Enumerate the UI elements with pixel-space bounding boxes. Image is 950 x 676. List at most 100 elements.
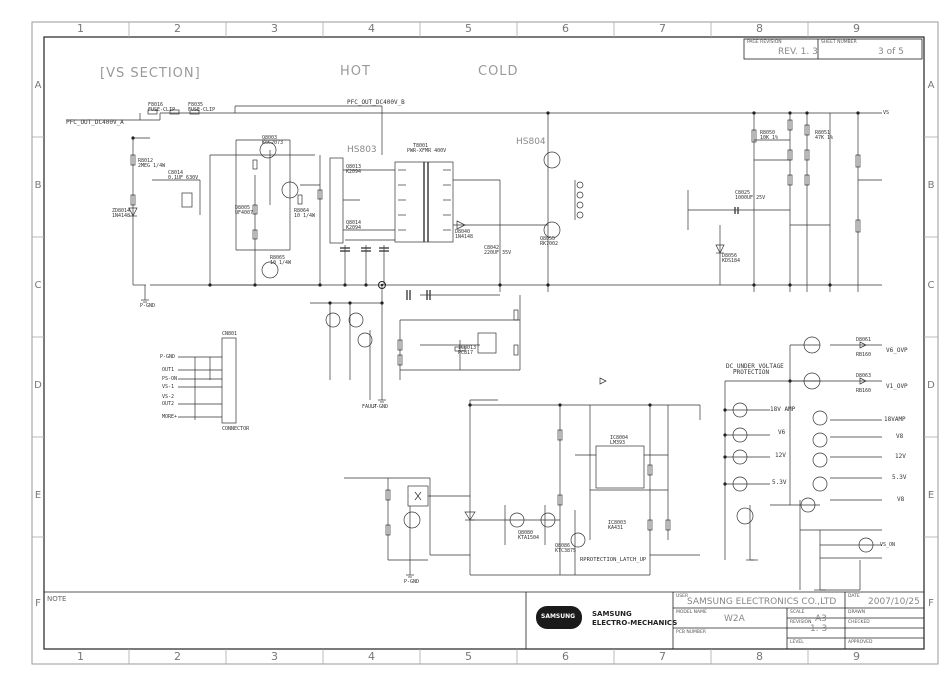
net-v8: V8 [897, 496, 905, 503]
net-18v-amp: 18V AMP [770, 406, 796, 413]
ref-d8063: D8063 [856, 373, 872, 379]
net-pgnd-2: P-GND [373, 404, 389, 410]
page-revision-value: REV. 1. 3 [778, 47, 818, 57]
ref-zd8014: ZD8014 [112, 208, 131, 214]
sheet-number-value: 3 of 5 [878, 47, 904, 57]
val-r8051: 47K 1% [815, 135, 834, 141]
scale-label: SCALE [790, 610, 805, 615]
zone-row-e: E [927, 490, 935, 501]
net-pfc-out-a: PFC_OUT_DC400V_A [66, 119, 124, 126]
company-name-line1: SAMSUNG [592, 610, 632, 618]
vs-section-title: [VS SECTION] [100, 66, 201, 81]
zone-col-1: 1 [77, 650, 84, 663]
val-t8001: PWR-XFMR 400V [407, 148, 447, 154]
ref-ic8013: IC8013 [458, 345, 477, 351]
val-c8042: 220UF 35V [484, 250, 512, 256]
outer-border [31, 21, 939, 665]
net-pfc-out-b: PFC_OUT_DC400V_B [347, 99, 405, 106]
net-protection: PROTECTION [733, 369, 770, 376]
pin-label: OUT2 [162, 401, 175, 407]
ref-f8016: F8016 [148, 102, 164, 108]
ref-q8055: Q8055 [540, 236, 556, 242]
net-5v3-out: 5.3V [892, 474, 907, 481]
ref-t8001: T8001 [413, 143, 429, 149]
zone-col-5: 5 [465, 22, 472, 35]
val-r8012: 2MEG 1/4W [138, 163, 166, 169]
ref-r8064: R8064 [294, 208, 310, 214]
val-d8056: KDS184 [722, 258, 741, 264]
val-c8014: 0.1UF 630V [168, 175, 199, 181]
val-r8050: 10K 1% [760, 135, 779, 141]
ref-q8013: Q8013 [346, 164, 362, 170]
ref-r8012: R8012 [138, 158, 154, 164]
ref-q8080: Q8080 [518, 530, 534, 536]
ref-cn801: CN801 [222, 331, 238, 337]
checked-label: CHECKED [848, 620, 870, 625]
ref-r8051: R8051 [815, 130, 831, 136]
net-12v: 12V [775, 452, 786, 459]
val-cn801: CONNECTOR [222, 426, 250, 432]
pin-label: VS-1 [162, 384, 175, 390]
val-d8063: RB160 [856, 388, 872, 394]
zone-row-e: E [34, 490, 42, 501]
zone-col-5: 5 [465, 650, 472, 663]
zone-col-3: 3 [271, 650, 278, 663]
zone-row-b: B [927, 180, 935, 191]
zone-row-f: F [928, 598, 934, 609]
ref-ic8004: IC8004 [610, 435, 629, 441]
test-point [380, 283, 384, 287]
net-pgnd-3: P-GND [404, 579, 420, 585]
net-12v-out: 12V [895, 453, 906, 460]
val-q8014: K2094 [346, 225, 362, 231]
company-name-line2: ELECTRO-MECHANICS [592, 619, 678, 627]
net-dc-under-voltage: DC_UNDER_VOLTAGE [726, 363, 784, 370]
zone-col-6: 6 [562, 22, 569, 35]
net-vs-on: VS_ON [880, 542, 896, 548]
val-d8040: 1N4148 [455, 234, 474, 240]
ref-r8065: R8065 [270, 255, 286, 261]
pin-label: VS-2 [162, 394, 175, 400]
net-vs: VS [883, 110, 890, 116]
zone-row-c: C [34, 280, 42, 291]
net-v6-ovp: V6_OVP [886, 347, 908, 354]
zone-col-4: 4 [368, 650, 375, 663]
val-c8025: 1000UF 25V [735, 195, 766, 201]
net-pgnd-1: P-GND [140, 303, 156, 309]
zone-col-9: 9 [853, 650, 860, 663]
zone-col-8: 8 [756, 22, 763, 35]
val-q8003: KSC2073 [262, 140, 284, 146]
scale-value: A3 [815, 614, 827, 624]
note-label: NOTE [47, 595, 67, 603]
level-label: LEVEL [790, 640, 804, 645]
val-ic8003: KA431 [608, 525, 624, 531]
val-r8065: 10 1/4W [270, 260, 292, 266]
net-v6: V6 [778, 429, 786, 436]
pin-label: OUT1 [162, 367, 175, 373]
ref-d8005: D8005 [235, 205, 251, 211]
zone-col-2: 2 [174, 22, 181, 35]
val-f8035: FUSE-CLIP [188, 107, 216, 113]
user-value: SAMSUNG ELECTRONICS CO.,LTD [687, 597, 837, 607]
zone-col-2: 2 [174, 650, 181, 663]
zone-row-c: C [927, 280, 935, 291]
val-r8064: 10 1/4W [294, 213, 316, 219]
pcb-number-label: PCB NUMBER [676, 630, 706, 635]
revision-label: REVISION [790, 620, 812, 625]
ref-d8056: D8056 [722, 253, 738, 259]
zone-col-1: 1 [77, 22, 84, 35]
model-name-label: MODEL NAME [676, 610, 707, 615]
zone-col-3: 3 [271, 22, 278, 35]
zone-ticks [32, 22, 938, 664]
zone-row-b: B [34, 180, 42, 191]
pin-label: PS-ON [162, 376, 178, 382]
ref-c8025: C8025 [735, 190, 751, 196]
junction-dots [131, 111, 860, 486]
zone-col-9: 9 [853, 22, 860, 35]
ref-r8050: R8050 [760, 130, 776, 136]
inner-border [43, 36, 925, 650]
ref-d8061: D8061 [856, 337, 872, 343]
net-v8-out: V8 [896, 433, 904, 440]
zone-col-4: 4 [368, 22, 375, 35]
